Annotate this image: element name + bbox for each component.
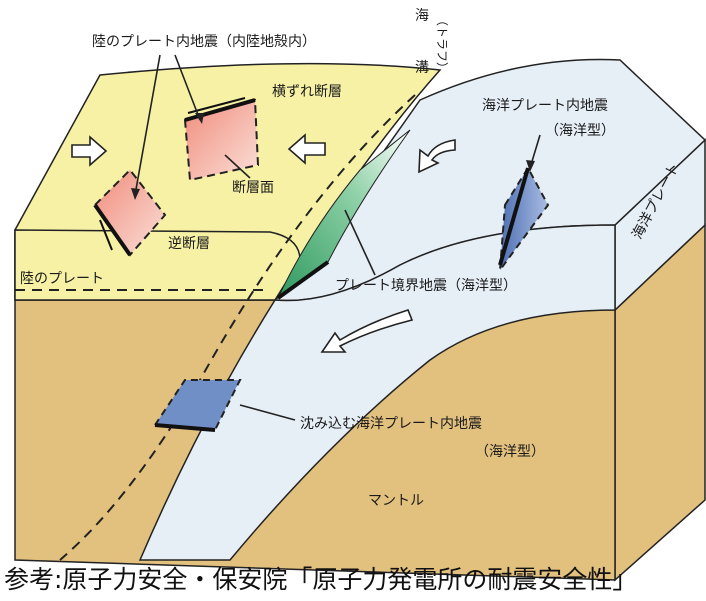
boundary-fault-edge — [276, 260, 330, 300]
arrow-slab-down — [320, 309, 414, 353]
ocean-plate-fault — [498, 166, 550, 274]
label-land-quake-inner: 陸のプレート内地震（内陸地殻内） — [92, 34, 316, 50]
label-mantle: マントル — [368, 493, 424, 509]
leader-lines — [134, 54, 541, 421]
arrow-land-right — [71, 135, 108, 167]
label-strike-slip: 横ずれ断層 — [272, 84, 342, 100]
reverse-fault — [93, 168, 167, 257]
label-reverse-fault: 逆断層 — [168, 236, 210, 252]
hollow-arrows — [71, 133, 456, 353]
source-caption: 参考:原子力安全・保安院「原子力発電所の耐震安全性」 — [4, 565, 638, 594]
label-trench-kai: 海 — [415, 8, 429, 24]
arrow-land-left — [287, 133, 326, 165]
strike-slip-fault — [183, 98, 260, 182]
label-ocean-type-1: （海洋型） — [545, 123, 615, 139]
label-ocean-plate-quake: 海洋プレート内地震 — [482, 98, 608, 114]
dashed-boundary-1 — [59, 94, 416, 561]
boundary-fault-plane — [276, 129, 411, 300]
label-subducting-quake: 沈み込む海洋プレート内地震 — [300, 416, 482, 432]
arrow-ocean-curve — [418, 139, 456, 174]
label-fault-surface: 断層面 — [232, 180, 274, 196]
label-ocean-type-2: （海洋型） — [475, 444, 545, 460]
label-trench-torafu: （トラフ） — [435, 14, 449, 74]
label-boundary-quake: プレート境界地震（海洋型） — [335, 278, 517, 294]
label-trench-kou: 溝 — [415, 60, 429, 76]
label-land-plate: 陸のプレート — [20, 271, 104, 287]
land-plate-front — [14, 229, 301, 301]
subducting-slab — [138, 224, 616, 561]
